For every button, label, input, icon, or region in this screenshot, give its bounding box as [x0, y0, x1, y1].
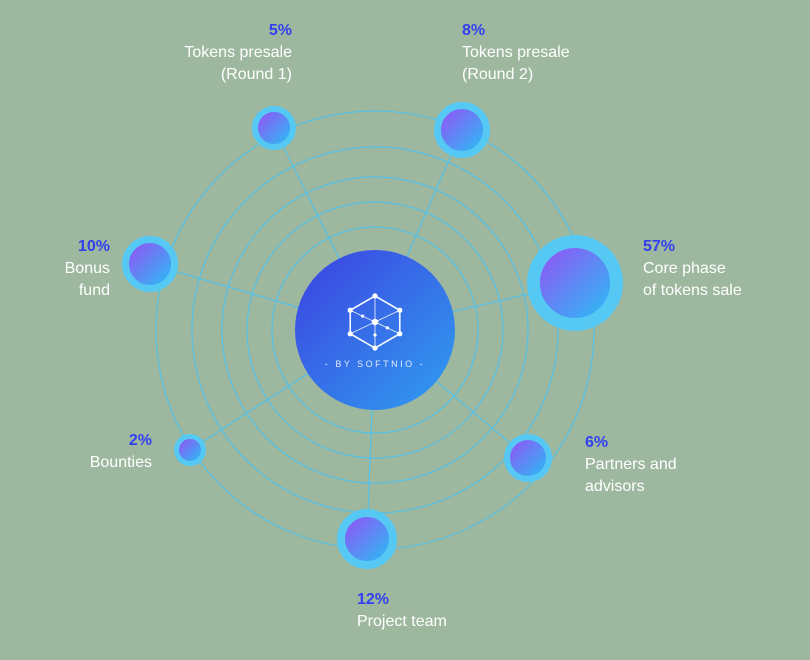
label-bonus-fund: 10% Bonus fund [65, 236, 110, 302]
node-project-team [337, 509, 397, 569]
percent-value: 2% [128, 432, 152, 449]
label-line: Partners and [585, 456, 677, 473]
percent-value: 6% [585, 434, 609, 451]
label-core-phase: 57% Core phase of tokens sale [643, 236, 742, 302]
percent-value: 12% [357, 591, 390, 608]
label-tokens-presale-round-1: 5% Tokens presale (Round 1) [184, 20, 292, 86]
orbit-ring [221, 176, 529, 484]
center-logo-circle: - BY SOFTNIO - [295, 250, 455, 410]
percent-value: 5% [268, 22, 292, 39]
label-line: Tokens presale [462, 44, 570, 61]
label-line: Project team [357, 613, 447, 630]
label-line: fund [78, 282, 110, 299]
label-line: Tokens presale [184, 44, 292, 61]
label-partners-and-advisors: 6% Partners and advisors [585, 432, 677, 498]
label-tokens-presale-round-2: 8% Tokens presale (Round 2) [462, 20, 570, 86]
label-line: of tokens sale [643, 282, 742, 299]
percent-value: 57% [643, 238, 676, 255]
node-bounties [174, 434, 206, 466]
label-bounties: 2% Bounties [90, 430, 152, 474]
label-project-team: 12% Project team [357, 589, 447, 633]
hexagon-network-icon [347, 292, 403, 351]
percent-value: 8% [462, 22, 486, 39]
orbit-ring [271, 226, 479, 434]
label-line: advisors [585, 478, 645, 495]
label-line: (Round 2) [462, 66, 534, 83]
brand-tagline: - BY SOFTNIO - [324, 358, 426, 369]
percent-value: 10% [77, 238, 110, 255]
node-tokens-presale-round-1 [252, 106, 296, 150]
label-line: (Round 1) [220, 66, 292, 83]
node-bonus-fund [122, 236, 178, 292]
node-tokens-presale-round-2 [434, 102, 490, 158]
orbit-ring [246, 201, 504, 459]
node-core-phase [527, 235, 623, 331]
label-line: Core phase [643, 260, 726, 277]
label-line: Bonus [64, 260, 110, 277]
label-line: Bounties [89, 454, 152, 471]
node-partners-and-advisors [504, 434, 552, 482]
